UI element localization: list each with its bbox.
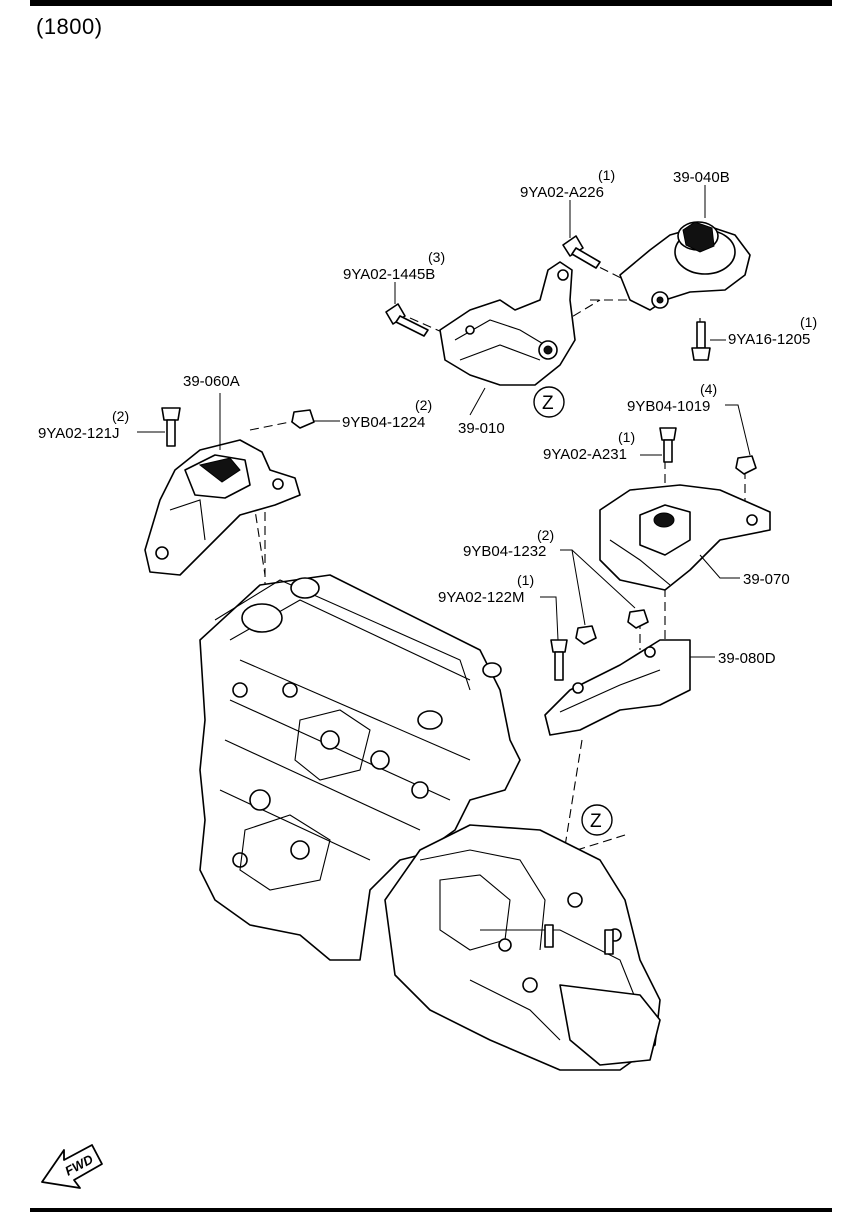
label-9YA02-1445B: 9YA02-1445B bbox=[343, 266, 435, 283]
qty-9YA02-A231: (1) bbox=[618, 429, 635, 445]
bolt-9YA02-A231 bbox=[659, 427, 677, 463]
bracket-39-010 bbox=[439, 261, 576, 386]
label-9YA02-A226: 9YA02-A226 bbox=[520, 184, 604, 201]
label-39-080D: 39-080D bbox=[718, 650, 776, 667]
fastener-labels: (1) 9YA02-A226 (3) 9YA02-1445B (1) 9YA16… bbox=[38, 167, 817, 606]
label-39-060A: 39-060A bbox=[183, 373, 240, 390]
leader-lines bbox=[137, 185, 751, 658]
qty-9YA02-121J: (2) bbox=[112, 408, 129, 424]
nut-9YB04-1224 bbox=[291, 409, 315, 429]
label-9YB04-1019: 9YB04-1019 bbox=[627, 398, 710, 415]
transmission bbox=[384, 824, 661, 1071]
callout-z-lower: Z bbox=[581, 804, 613, 836]
label-9YB04-1232: 9YB04-1232 bbox=[463, 543, 546, 560]
label-9YA02-121J: 9YA02-121J bbox=[38, 425, 119, 442]
bracket-39-080D bbox=[544, 639, 691, 736]
bolt-9YA02-A226 bbox=[562, 235, 601, 269]
engine-block bbox=[199, 574, 521, 961]
page-code: (1800) bbox=[36, 14, 103, 39]
bolt-9YA02-1445B bbox=[385, 303, 429, 337]
engine-mount-39-060A bbox=[144, 439, 301, 576]
bolt-9YA02-121J bbox=[161, 407, 181, 447]
label-39-010: 39-010 bbox=[458, 420, 505, 437]
engine-mount-39-040B bbox=[619, 221, 751, 311]
label-9YB04-1224: 9YB04-1224 bbox=[342, 414, 425, 431]
label-9YA02-A231: 9YA02-A231 bbox=[543, 446, 627, 463]
qty-9YB04-1019: (4) bbox=[700, 381, 717, 397]
qty-9YA16-1205: (1) bbox=[800, 314, 817, 330]
bolt-9YA02-122M bbox=[550, 639, 568, 681]
callout-z-upper-text: Z bbox=[542, 393, 554, 414]
qty-9YB04-1224: (2) bbox=[415, 397, 432, 413]
label-39-070: 39-070 bbox=[743, 571, 790, 588]
qty-9YA02-122M: (1) bbox=[517, 572, 534, 588]
top-border-rule bbox=[30, 0, 832, 6]
label-9YA16-1205: 9YA16-1205 bbox=[728, 331, 810, 348]
part-labels: 39-040B 39-010 39-060A 39-070 39-080D bbox=[183, 169, 790, 667]
fwd-arrow-icon: FWD bbox=[41, 1144, 103, 1189]
callout-z-lower-text: Z bbox=[590, 811, 602, 832]
bottom-border-rule bbox=[30, 1208, 832, 1212]
nut-9YB04-1019 bbox=[735, 455, 757, 475]
qty-9YA02-1445B: (3) bbox=[428, 249, 445, 265]
transmission-mount-39-070 bbox=[599, 484, 771, 591]
qty-9YB04-1232: (2) bbox=[537, 527, 554, 543]
qty-9YA02-A226: (1) bbox=[598, 167, 615, 183]
label-39-040B: 39-040B bbox=[673, 169, 730, 186]
bolt-9YA16-1205 bbox=[691, 321, 711, 361]
label-9YA02-122M: 9YA02-122M bbox=[438, 589, 524, 606]
callout-z-upper: Z bbox=[533, 386, 565, 418]
nut-9YB04-1232 bbox=[575, 609, 649, 645]
